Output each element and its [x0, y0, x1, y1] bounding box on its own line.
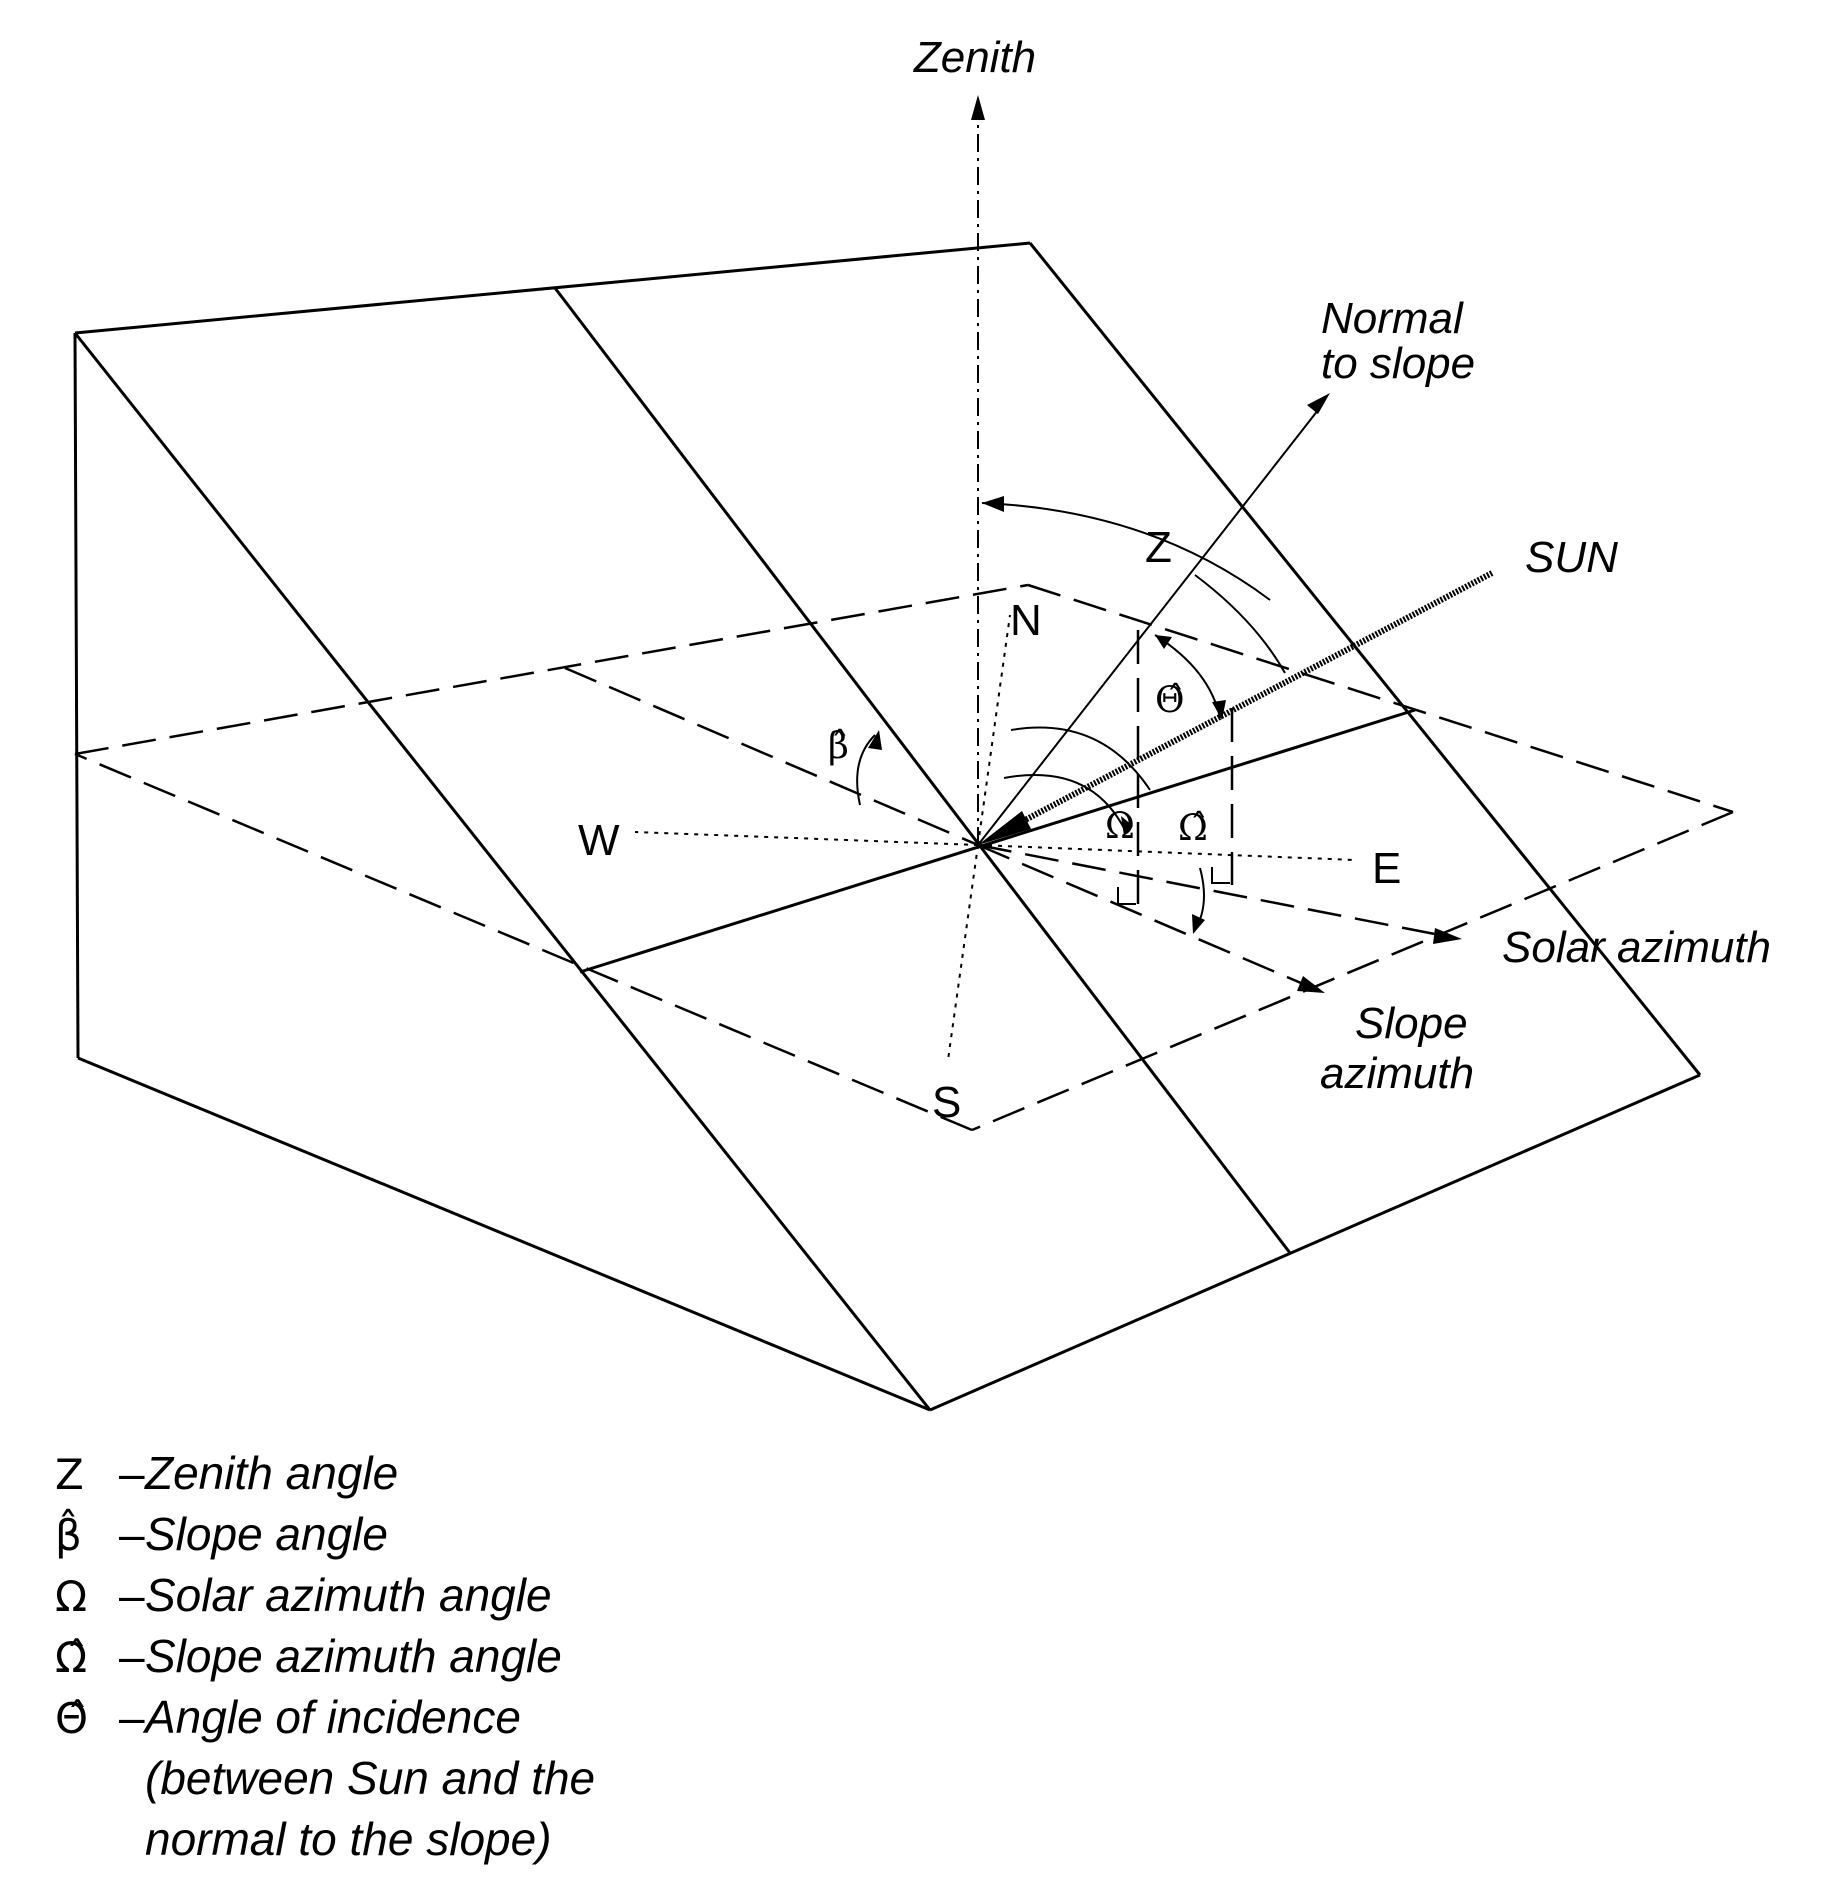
east-label: E [1372, 844, 1401, 893]
block-left-vertical-edge [73, 332, 80, 1059]
sun-label: SUN [1525, 533, 1618, 582]
normal-to-slope [977, 393, 1330, 846]
compass-lines [634, 614, 1356, 1061]
normal-label-line1: Normal [1321, 294, 1464, 343]
normal-line [977, 404, 1323, 846]
legend-item-zenith-angle: Z – Zenith angle [55, 1450, 595, 1511]
zenith-angle-arc-lower [1194, 574, 1286, 674]
slope-angle-arc-arrowhead [868, 730, 882, 750]
slope-contour-line [579, 708, 1416, 974]
solar-azimuth-arc [1010, 726, 1151, 791]
east-line [977, 844, 1356, 861]
solar-azimuth-label: Solar azimuth [1502, 923, 1771, 972]
legend-dash: – [119, 1569, 145, 1621]
solar-azimuth-arrowhead [1433, 928, 1462, 944]
plane-back-left-edge [74, 583, 1029, 756]
slope-block [73, 241, 1702, 1412]
right-angle-marker-1 [1117, 887, 1136, 905]
legend-text: Slope azimuth angle [145, 1630, 562, 1682]
azimuth-lines [977, 843, 1462, 993]
horizontal-plane [74, 583, 1734, 1132]
zenith-arc-arrowhead [982, 496, 1004, 512]
legend-text: Solar azimuth angle [145, 1569, 552, 1621]
legend-dash: – [119, 1630, 145, 1682]
block-slope-left-edge [73, 332, 932, 1411]
normal-arrowhead [1307, 393, 1330, 414]
legend-dash: – [119, 1691, 145, 1743]
legend-continuation-line-2: normal to the slope) [145, 1813, 552, 1865]
slope-azimuth-arc-arrowhead [1192, 914, 1205, 934]
projection-lines [1117, 630, 1234, 905]
north-line [977, 614, 1011, 846]
slope-azimuth-label-line1: Slope [1355, 999, 1468, 1048]
incidence-angle-label: Θ̂ [1155, 680, 1185, 721]
legend-text: Angle of incidence [145, 1691, 521, 1743]
west-label: W [578, 816, 620, 865]
normal-label-line2: to slope [1321, 339, 1475, 388]
zenith-label: Zenith [913, 33, 1036, 82]
legend: Z – Zenith angle β̂ – Slope angle Ω – So… [55, 1450, 595, 1877]
solar-azimuth-arc-inner [1003, 774, 1126, 831]
right-angle-marker-2 [1211, 867, 1230, 884]
north-label: N [1010, 596, 1042, 645]
sun-ray [978, 570, 1494, 845]
south-label: S [932, 1078, 961, 1127]
legend-text: Slope angle [145, 1508, 388, 1560]
legend-symbol: Θ̂ [55, 1694, 89, 1743]
legend-symbol: Z [55, 1450, 84, 1499]
block-slope-right-edge [1028, 242, 1702, 1076]
solar-azimuth-angle-label: Ω [1105, 806, 1135, 847]
zenith-axis [971, 95, 985, 845]
plane-front-right-edge [971, 810, 1734, 1132]
legend-dash: – [119, 1508, 145, 1560]
solar-azimuth-line [977, 843, 1446, 938]
slope-azimuth-label-line2: azimuth [1320, 1049, 1474, 1098]
legend-item-solar-azimuth-angle: Ω – Solar azimuth angle [55, 1572, 595, 1633]
legend-item-slope-azimuth-angle: Ω̂ – Slope azimuth angle [55, 1633, 595, 1694]
legend-symbol: Ω [55, 1572, 88, 1621]
south-line [947, 844, 979, 1061]
plane-inner-line [564, 666, 979, 847]
west-line [634, 831, 979, 846]
legend-text: Zenith angle [145, 1447, 399, 1499]
block-bottom-left-edge [77, 1056, 931, 1412]
sun-ray-line [1008, 570, 1494, 831]
slope-azimuth-arrowhead [1297, 976, 1325, 993]
block-bottom-right-edge [929, 1073, 1701, 1412]
legend-dash: – [119, 1447, 145, 1499]
sun-ray-arrowhead [978, 811, 1031, 845]
zenith-arrowhead [971, 95, 985, 120]
incidence-arc-arrowhead-bottom [1212, 700, 1226, 720]
slope-azimuth-angle-label: Ω̂ [1178, 808, 1208, 849]
legend-continuation-line-1: (between Sun and the [145, 1752, 596, 1804]
legend-symbol: β̂ [55, 1511, 82, 1560]
slope-azimuth-line [977, 843, 1309, 988]
slope-angle-arc [856, 734, 876, 806]
plane-front-left-edge [74, 752, 973, 1132]
legend-item-slope-angle: β̂ – Slope angle [55, 1511, 595, 1572]
zenith-angle-label: Z [1145, 523, 1172, 572]
legend-symbol: Ω̂ [55, 1633, 88, 1682]
angle-arcs [856, 496, 1286, 934]
slope-geometry-diagram: Zenith Normal to slope SUN Z N S E W Sol… [73, 33, 1771, 1412]
block-top-back-edge [74, 241, 1031, 335]
slope-fall-line [553, 287, 1292, 1254]
plane-back-right-edge [1027, 583, 1734, 814]
zenith-angle-arc [981, 502, 1271, 601]
slope-angle-label: β̂ [828, 726, 849, 767]
solar-azimuth-arc-arrowhead [1121, 816, 1133, 836]
legend-item-angle-of-incidence: Θ̂ – Angle of incidence [55, 1694, 595, 1755]
incidence-arc-arrowhead-top [1155, 635, 1172, 649]
